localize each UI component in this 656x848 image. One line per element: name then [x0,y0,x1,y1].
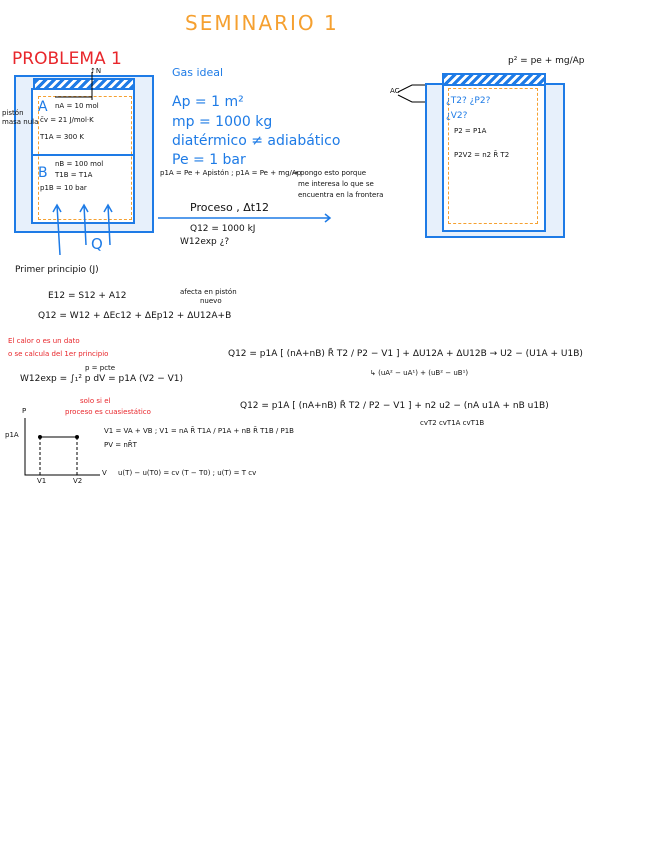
piston-left [33,78,135,90]
side-note: pistón [2,109,24,117]
pressure-note: encuentra en la frontera [298,191,384,199]
piston-mass: mp = 1000 kg [172,114,273,130]
cylinder-right-inner [442,84,546,232]
force-label: ↑N [90,67,102,75]
heat-value: Q12 = 1000 kJ [190,224,256,234]
gas-a-n: nA = 10 mol [55,102,99,110]
valve-label: AC [390,87,400,95]
heat-eq-1: Q12 = p1A [ (nA+nB) R̄ T2 / P2 − V1 ] + … [228,349,583,359]
state-1-point [38,435,42,439]
note: nuevo [200,297,222,305]
divider-wall [33,154,133,156]
page-title: SEMINARIO 1 [185,11,339,35]
gas-a-label: A [38,99,48,115]
heat-eq-2: Q12 = p1A [ (nA+nB) R̄ T2 / P2 − V1 ] + … [240,401,549,411]
piston-right [442,73,546,86]
gas-b-t: T1B = T1A [55,171,93,179]
gas-ideal: Gas ideal [172,66,224,79]
cylinder-left-inner [31,88,135,224]
external-pressure: Pe = 1 bar [172,152,246,168]
process-label: Proceso , Δt12 [190,201,270,214]
graph-y-label: P [22,407,27,415]
p2-eq: P2 = P1A [454,127,487,135]
red-note: El calor o es un dato [8,337,80,345]
pressure-equation: p1A = Pe + Apistón ; p1A = Pe + mg/Ap [160,169,302,177]
state-2-point [75,435,79,439]
pressure-note: → pongo esto porque [292,169,367,177]
control-volume-right [448,88,538,224]
problem-heading: PROBLEMA 1 [12,49,122,69]
heat-eq-2-sub: cvT2 cvT1A cvT1B [420,419,485,427]
internal-energy-eq: u(T) − u(T0) = cv (T − T0) ; u(T) = T cv [118,469,257,477]
graph-p-label: p1A [5,431,19,439]
wall-type: diatérmico ≠ adiabático [172,133,341,149]
red-note: o se calcula del 1er principio [8,350,109,358]
v1-eq: V1 = VA + VB ; V1 = nA R̄ T1A / P1A + nB… [104,427,294,435]
gas-a-cv: c̄v = 21 J/mol·K [40,116,94,124]
pv-graph [24,418,100,476]
energy-eq: E12 = S12 + A12 [48,291,127,301]
piston-area: Ap = 1 m² [172,94,244,110]
work-eq: W12exp = ∫₁² p dV = p1A (V2 − V1) [20,374,184,384]
heat-eq-1b: ↳ (uA² − uA¹) + (uB² − uB¹) [370,369,469,377]
first-law-heading: Primer principio (J) [15,265,99,275]
red-note: solo si el [80,397,111,405]
gas-a-t: T1A = 300 K [40,133,85,141]
pressure-note: me interesa lo que se [298,180,374,188]
final-pressure: p² = pe + mg/Ap [508,56,585,66]
graph-x-label: V [102,469,107,477]
gas-b-p: p1B = 10 bar [40,184,87,192]
red-note: proceso es cuasiestático [65,408,151,416]
work-note: p = pcte [85,364,116,372]
arrows-overlay [52,72,425,256]
work-unknown: W12exp ¿? [180,237,230,247]
ideal-gas-eq: PV = nR̄T [104,441,137,449]
state-eq: P2V2 = n2 R̄ T2 [454,151,510,159]
heat-label: Q [91,235,103,253]
gas-b-n: nB = 100 mol [55,160,104,168]
first-law-eq: Q12 = W12 + ΔEc12 + ΔEp12 + ΔU12A+B [38,311,232,321]
graph-v2-label: V2 [73,477,83,485]
gas-b-label: B [38,165,48,181]
note: afecta en pistón [180,288,237,296]
unknowns: ¿V2? [446,111,468,121]
side-note: masa nula [2,118,39,126]
unknowns: ¿T2? ¿P2? [446,96,491,106]
graph-v1-label: V1 [37,477,47,485]
